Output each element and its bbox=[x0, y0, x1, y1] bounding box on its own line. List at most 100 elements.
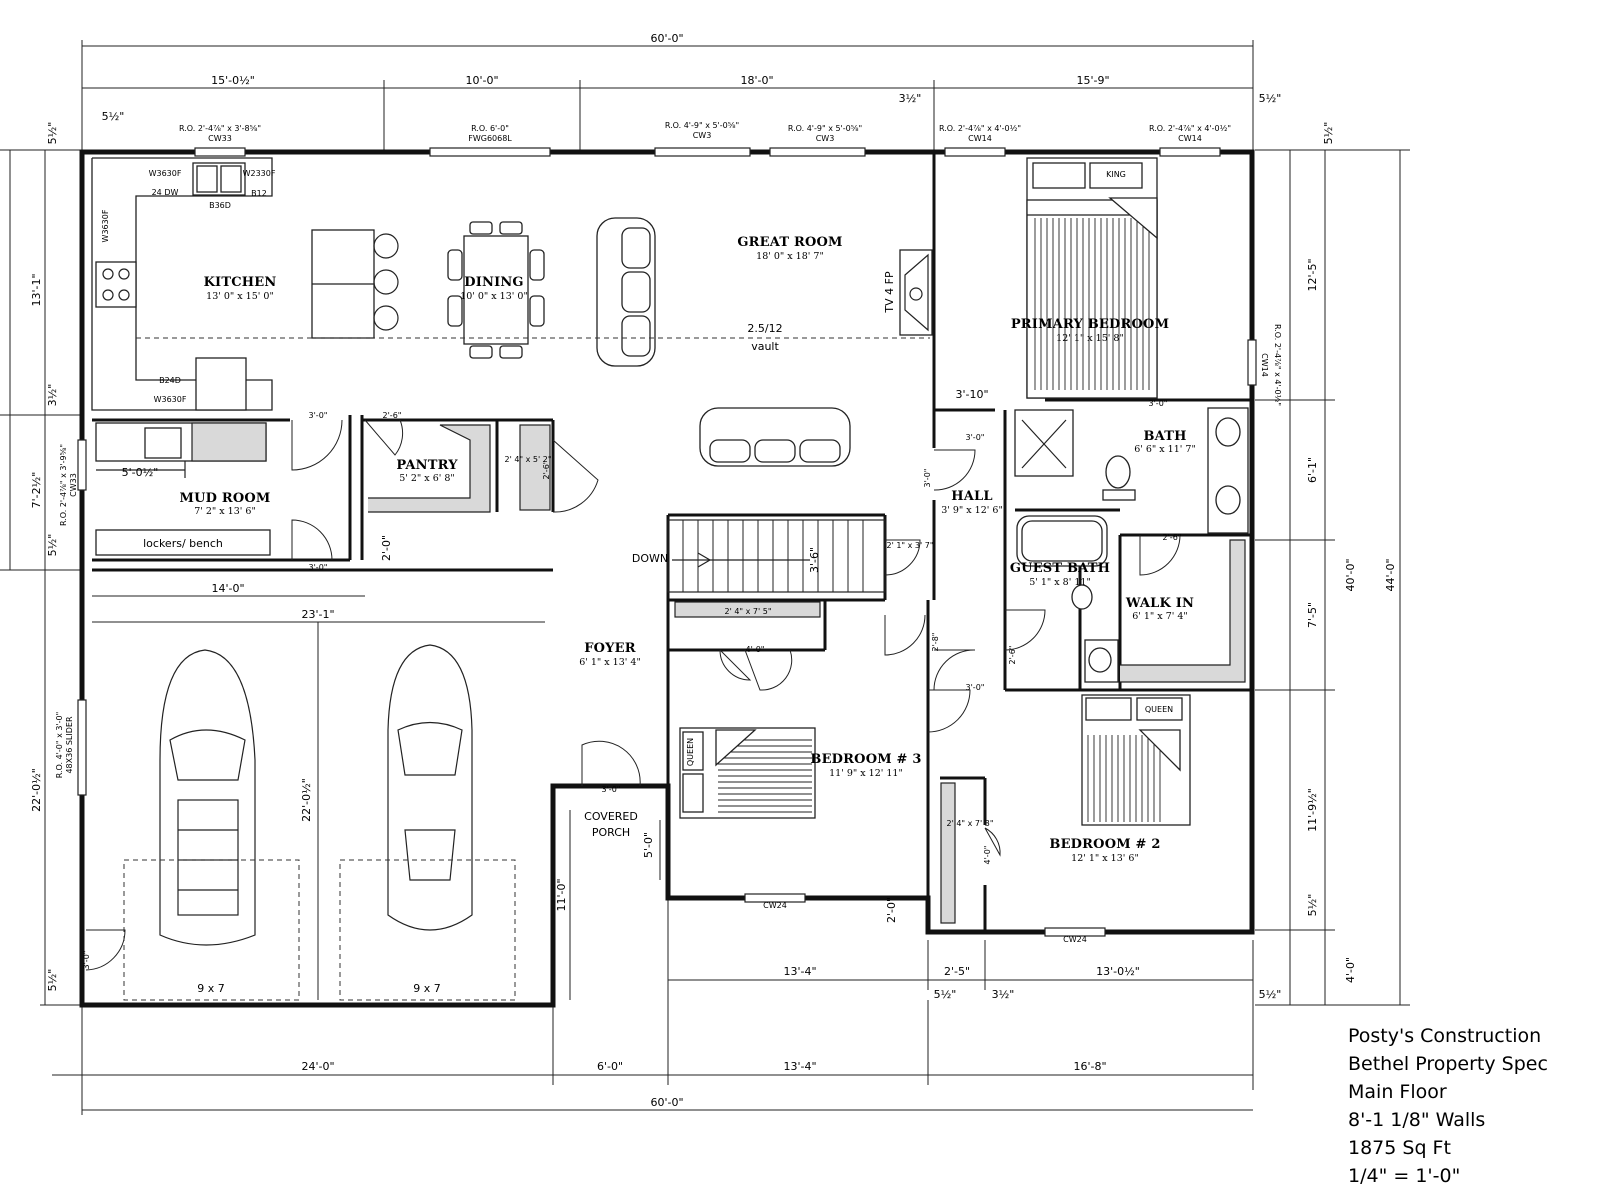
title-walls: 8'-1 1/8" Walls bbox=[1348, 1109, 1485, 1131]
dim-bottom-2: 6'-0" bbox=[597, 1060, 623, 1073]
title-scale: 1/4" = 1'-0" bbox=[1348, 1165, 1460, 1187]
closet-b3: 2' 4" x 7' 5" bbox=[724, 607, 771, 616]
mud-room-size: 7' 2" x 13' 6" bbox=[194, 506, 256, 517]
bedroom3-size: 11' 9" x 12' 11" bbox=[829, 768, 903, 779]
fireplace bbox=[899, 249, 933, 336]
door-mud-garage: 3'-0" bbox=[309, 563, 328, 572]
title-level: Main Floor bbox=[1348, 1081, 1447, 1103]
annotations: 2.5/12 vault TV 4 FP DOWN lockers/ bench… bbox=[122, 170, 1173, 995]
dim-bottom-4: 16'-8" bbox=[1073, 1060, 1106, 1073]
car-right bbox=[387, 644, 473, 931]
mud-room-label: MUD ROOM bbox=[180, 491, 271, 506]
dim-right-small-top: 5½" bbox=[1322, 122, 1335, 145]
vault-pitch: 2.5/12 bbox=[747, 322, 782, 335]
car-left bbox=[159, 649, 256, 946]
dim-left-1: 13'-1" bbox=[30, 273, 43, 306]
cabinet-labels: W3630F 24 DW B36D B12 W2330F B24D W3630F… bbox=[101, 169, 276, 404]
win2-code: FWG6068L bbox=[468, 134, 512, 143]
win6-ro: R.O. 2'-4⅞" x 4'-0½" bbox=[1149, 124, 1231, 133]
guest-bath-size: 5' 1" x 8' 11" bbox=[1029, 577, 1091, 588]
dim-top-1: 15'-0½" bbox=[211, 74, 255, 87]
win-garage-code: 48X36 SLIDER bbox=[65, 716, 74, 773]
win-b3-code: CW24 bbox=[763, 901, 787, 910]
win-garage-ro: R.O. 4'-0" x 3'-0" bbox=[55, 712, 64, 779]
door-b3-hall: 2'-8" bbox=[931, 633, 940, 652]
dim-right-2: 6'-1" bbox=[1306, 457, 1319, 483]
dim-top-2: 10'-0" bbox=[465, 74, 498, 87]
title-company: Posty's Construction bbox=[1348, 1025, 1541, 1047]
win5-ro: R.O. 2'-4⅞" x 4'-0½" bbox=[939, 124, 1021, 133]
win5-code: CW14 bbox=[968, 134, 992, 143]
dim-overall-top: 60'-0" bbox=[650, 32, 683, 45]
dim-garage-14: 14'-0" bbox=[211, 582, 244, 595]
dim-primary-door: 3'-10" bbox=[955, 388, 988, 401]
staircase bbox=[667, 519, 886, 618]
win2-ro: R.O. 6'-0" bbox=[471, 124, 509, 133]
win-right-ro: R.O. 2'-4⅞" x 4'-0½" bbox=[1273, 324, 1282, 406]
bath-fixtures bbox=[1014, 407, 1249, 683]
dim-right-6: 4'-0" bbox=[1344, 957, 1357, 983]
cab-b24d: B24D bbox=[159, 376, 181, 385]
covered-porch-label-1: COVERED bbox=[584, 810, 638, 823]
dimension-lines bbox=[0, 40, 1410, 1115]
cab-w3630f-b: W3630F bbox=[154, 395, 187, 404]
garage-door-left: 9 x 7 bbox=[197, 982, 225, 995]
garage-door-right-outline bbox=[339, 859, 516, 1001]
dim-right-3: 7'-5" bbox=[1306, 602, 1319, 628]
queen-label: QUEEN bbox=[1145, 705, 1173, 714]
primary-bedroom-label: PRIMARY BEDROOM bbox=[1011, 317, 1169, 332]
dim-right-5: 5½" bbox=[1306, 894, 1319, 917]
closet-b2: 2' 4" x 7' 3" bbox=[946, 819, 993, 828]
bedroom2-size: 12' 1" x 13' 6" bbox=[1071, 853, 1139, 864]
win6-code: CW14 bbox=[1178, 134, 1202, 143]
dimension-labels: 60'-0" 15'-0½" 10'-0" 18'-0" 15'-9" 5½" … bbox=[30, 32, 1397, 1109]
cab-w2330f: W2330F bbox=[243, 169, 276, 178]
title-area: 1875 Sq Ft bbox=[1348, 1137, 1451, 1159]
bath-size: 6' 6" x 11' 7" bbox=[1134, 444, 1196, 455]
down-label: DOWN bbox=[632, 552, 668, 565]
cab-b36d: B36D bbox=[209, 201, 231, 210]
dim-bottom-small-2: 3½" bbox=[992, 988, 1015, 1001]
dining-size: 10' 0" x 13' 0" bbox=[460, 291, 528, 302]
pantry-shelves bbox=[368, 424, 956, 924]
door-b2-closet: 4'-0" bbox=[983, 846, 992, 865]
guest-bath-label: GUEST BATH bbox=[1010, 561, 1110, 576]
dim-left-small-top: 5½" bbox=[46, 122, 59, 145]
win3-ro: R.O. 4'-9" x 5'-0⅝" bbox=[665, 121, 739, 130]
dining-table bbox=[447, 221, 545, 359]
dim-top-small-2: 3½" bbox=[899, 92, 922, 105]
dim-bottom-3: 13'-4" bbox=[783, 1060, 816, 1073]
cab-w3630f-c: W3630F bbox=[101, 209, 110, 242]
door-primary: 3'-0" bbox=[1149, 399, 1168, 408]
bedroom2-label: BEDROOM # 2 bbox=[1049, 837, 1160, 852]
window-labels: R.O. 2'-4⅞" x 3'-8⅝" CW33 R.O. 6'-0" FWG… bbox=[55, 121, 1282, 944]
win1-ro: R.O. 2'-4⅞" x 3'-8⅝" bbox=[179, 124, 261, 133]
bedroom3-label: BEDROOM # 3 bbox=[810, 752, 921, 767]
door-swings bbox=[85, 419, 1181, 971]
dim-left-4: 5½" bbox=[46, 534, 59, 557]
foyer-label: FOYER bbox=[584, 641, 636, 656]
dim-bottom-1: 24'-0" bbox=[301, 1060, 334, 1073]
queen3-label: QUEEN bbox=[686, 738, 695, 766]
dining-label: DINING bbox=[464, 275, 524, 290]
dim-top-small-3: 5½" bbox=[1259, 92, 1282, 105]
garage-door-left-outline bbox=[123, 859, 300, 1001]
kitchen-size: 13' 0" x 15' 0" bbox=[206, 291, 274, 302]
cab-w3630f: W3630F bbox=[149, 169, 182, 178]
dim-hall-2: 2'-0" bbox=[380, 535, 393, 561]
king-label: KING bbox=[1106, 170, 1126, 179]
dim-top-4: 15'-9" bbox=[1076, 74, 1109, 87]
dim-right-overall-inner: 40'-0" bbox=[1344, 558, 1357, 591]
dim-top-3: 18'-0" bbox=[740, 74, 773, 87]
dim-overall-bottom: 60'-0" bbox=[650, 1096, 683, 1109]
covered-porch-label-2: PORCH bbox=[592, 826, 630, 839]
title-block: Posty's Construction Bethel Property Spe… bbox=[1348, 1025, 1548, 1187]
dim-bed2-2: 2'-0" bbox=[885, 897, 898, 923]
dim-right-1: 12'-5" bbox=[1306, 258, 1319, 291]
dim-garage-23: 23'-1" bbox=[301, 608, 334, 621]
lockers-label: lockers/ bench bbox=[143, 537, 223, 550]
foyer-size: 6' 1" x 13' 4" bbox=[579, 657, 641, 668]
garage-door-right: 9 x 7 bbox=[413, 982, 441, 995]
closet-small: 2' 1" x 3' 7" bbox=[886, 541, 933, 550]
primary-bedroom-size: 12' 1" x 15' 8" bbox=[1056, 333, 1124, 344]
